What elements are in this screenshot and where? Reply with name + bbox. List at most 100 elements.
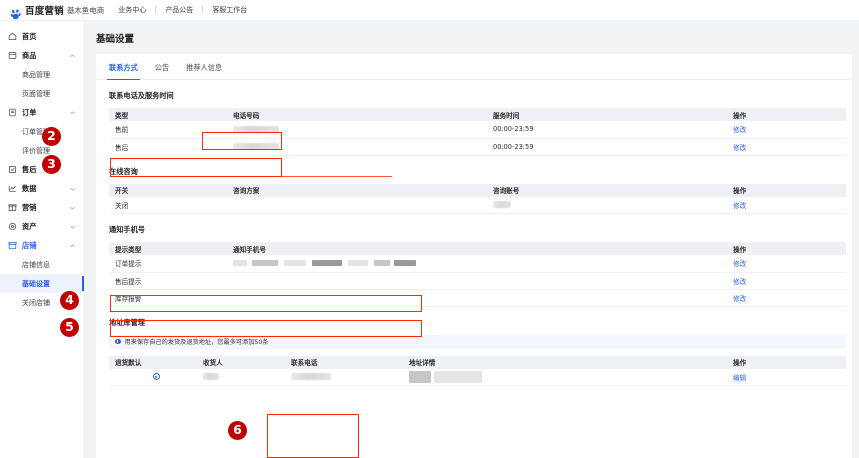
table-row: 售后提示 修改	[109, 272, 846, 290]
cell-service-time: 00:00-23:59	[487, 138, 727, 156]
col-return-default: 退货默认	[109, 355, 197, 369]
tab-bar: 联系方式 公告 推荐人信息	[96, 54, 852, 80]
home-icon	[8, 32, 17, 41]
col-service-time: 服务时间	[487, 108, 727, 121]
chevron-up-icon[interactable]	[69, 52, 76, 59]
cell-phone	[227, 272, 727, 290]
redacted-account	[493, 201, 511, 209]
edit-link[interactable]: 修改	[733, 126, 747, 135]
sidebar-sub-label: 商品管理	[22, 70, 50, 79]
cell-action: 修改	[727, 121, 846, 139]
edit-link[interactable]: 编辑	[733, 373, 747, 382]
edit-link[interactable]: 修改	[733, 260, 747, 269]
default-address-radio[interactable]	[152, 373, 160, 381]
sidebar-sub-label: 店铺信息	[22, 260, 50, 269]
cell-tip-type: 售后提示	[109, 272, 227, 290]
cell-service-time: 00:00-23:59	[487, 121, 727, 139]
col-action: 操作	[727, 108, 846, 121]
brand-subtitle: 基木鱼电商	[66, 5, 105, 15]
edit-link[interactable]: 修改	[733, 277, 747, 286]
cell-receiver-redacted	[197, 368, 285, 386]
settings-card: 联系方式 公告 推荐人信息 联系电话及服务时间 类型 电话号码 服务时间 操作	[96, 54, 852, 458]
tab-referrer-info[interactable]: 推荐人信息	[186, 63, 223, 72]
col-account: 咨询账号	[487, 183, 727, 197]
sidebar-item-asset[interactable]: 资产	[0, 217, 84, 236]
chevron-up-icon[interactable]	[69, 109, 76, 116]
cell-tip-type: 库存报警	[109, 289, 227, 307]
col-address-detail: 地址详情	[403, 355, 727, 369]
nav-link-product-notice[interactable]: 产品公告	[165, 6, 194, 14]
sidebar-item-product[interactable]: 商品	[0, 46, 84, 65]
tab-contact-method[interactable]: 联系方式	[107, 63, 140, 80]
sidebar-sub-label: 基础设置	[22, 279, 50, 288]
redacted-block	[233, 260, 247, 267]
highlight-line-aftersale	[282, 176, 392, 177]
section-title-contact: 联系电话及服务时间	[109, 91, 174, 100]
nav-link-business-center[interactable]: 业务中心	[118, 6, 147, 14]
sidebar-item-order-manage[interactable]: 订单管理	[0, 122, 84, 141]
sidebar-label: 数据	[22, 183, 37, 193]
baidu-logo-icon	[10, 5, 22, 19]
table-header-row: 提示类型 通知手机号 操作	[109, 242, 846, 255]
table-row: 编辑	[109, 368, 846, 386]
cell-action: 编辑	[727, 368, 846, 386]
section-title-notify-phone: 通知手机号	[109, 225, 145, 234]
redacted-block	[409, 370, 431, 383]
annotation-badge-5: 5	[60, 318, 79, 337]
cell-action: 修改	[727, 138, 846, 156]
col-tip-type: 提示类型	[109, 242, 227, 255]
chevron-down-icon[interactable]	[69, 223, 76, 230]
cell-phone-redacted	[285, 368, 403, 386]
table-header-row: 退货默认 收货人 联系电话 地址详情 操作	[109, 355, 846, 369]
col-phone: 电话号码	[227, 108, 487, 121]
edit-link[interactable]: 修改	[733, 294, 747, 303]
aftersale-icon	[8, 165, 17, 174]
data-chart-icon	[8, 184, 17, 193]
sidebar-item-aftersale[interactable]: 售后	[0, 160, 84, 179]
sidebar-item-page-manage[interactable]: 页面管理	[0, 84, 84, 103]
redacted-block	[312, 260, 343, 267]
edit-link[interactable]: 修改	[733, 143, 747, 152]
sidebar-item-close-shop[interactable]: 关闭店铺	[0, 293, 84, 312]
sidebar-item-shop[interactable]: 店铺	[0, 236, 84, 255]
col-receiver: 收货人	[197, 355, 285, 369]
chevron-up-icon[interactable]	[69, 242, 76, 249]
annotation-badge-4: 4	[60, 291, 79, 310]
sidebar-item-home[interactable]: 首页	[0, 27, 84, 46]
cell-action: 修改	[727, 289, 846, 307]
cell-action: 修改	[727, 255, 846, 273]
banner-text: 用来保存自己的发货及退货地址，您最多可添加50条	[124, 339, 269, 346]
cell-action: 修改	[727, 272, 846, 290]
sidebar-sub-label: 订单管理	[22, 127, 50, 136]
sidebar-item-product-manage[interactable]: 商品管理	[0, 65, 84, 84]
sidebar-item-marketing[interactable]: 营销	[0, 198, 84, 217]
nav-link-service-desk[interactable]: 客服工作台	[212, 6, 248, 14]
table-row: 售前 00:00-23:59 修改	[109, 121, 846, 139]
sidebar-label: 首页	[22, 31, 37, 41]
sidebar-item-shop-info[interactable]: 店铺信息	[0, 255, 84, 274]
sidebar-label: 商品	[22, 50, 37, 60]
chevron-down-icon[interactable]	[69, 185, 76, 192]
chevron-down-icon[interactable]	[69, 204, 76, 211]
tab-announcement[interactable]: 公告	[154, 63, 170, 72]
cell-action: 修改	[727, 196, 846, 214]
cell-phone	[227, 289, 727, 307]
sidebar-item-basic-settings[interactable]: 基础设置	[0, 274, 84, 293]
col-action: 操作	[727, 355, 846, 369]
cell-phone-redacted	[227, 121, 487, 139]
redacted-receiver	[203, 373, 219, 381]
sidebar-item-review-manage[interactable]: 评价管理	[0, 141, 84, 160]
edit-link[interactable]: 修改	[733, 201, 747, 210]
table-row: 库存报警 修改	[109, 289, 846, 307]
annotation-badge-6: 6	[228, 421, 247, 440]
sidebar-label: 营销	[22, 202, 37, 212]
table-header-row: 类型 电话号码 服务时间 操作	[109, 108, 846, 121]
redacted-phone	[233, 143, 279, 150]
sidebar-item-data[interactable]: 数据	[0, 179, 84, 198]
product-icon	[8, 51, 17, 60]
redacted-phone	[233, 125, 279, 133]
annotation-badge-3: 3	[42, 155, 61, 174]
section-title-address-book: 地址库管理	[109, 317, 145, 327]
sidebar-label: 订单	[22, 107, 37, 117]
sidebar-item-order[interactable]: 订单	[0, 103, 84, 122]
